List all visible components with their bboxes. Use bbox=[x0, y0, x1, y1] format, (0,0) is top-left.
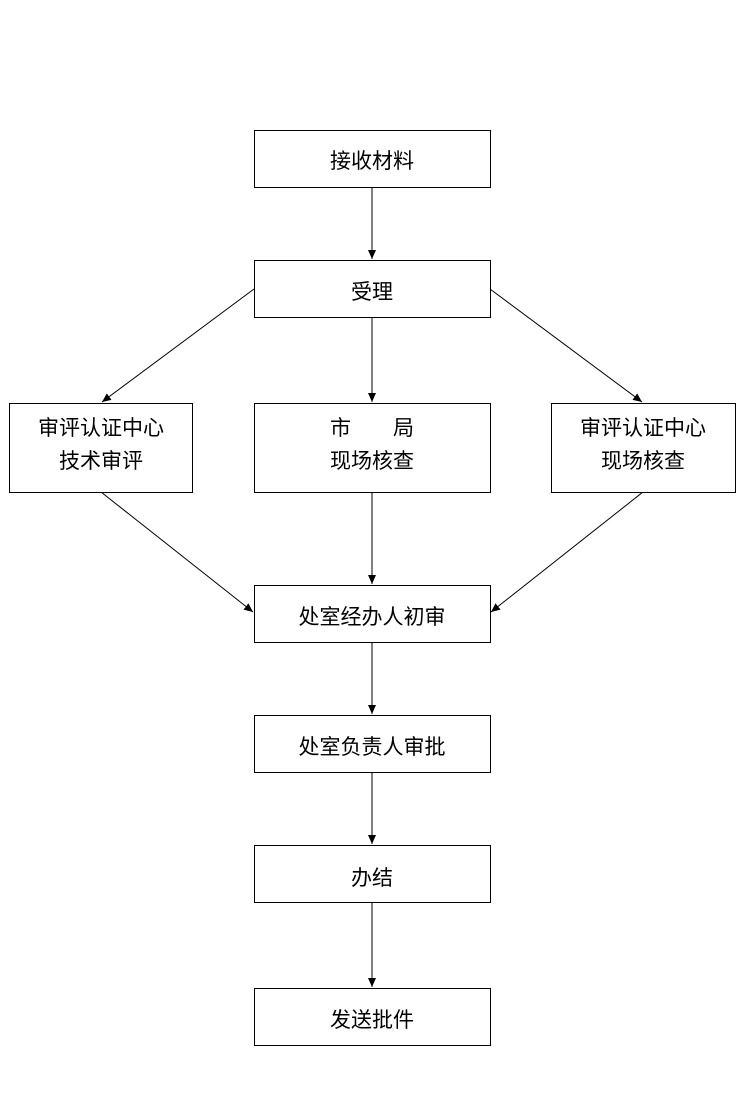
node-label: 市 局 bbox=[330, 416, 414, 440]
node-send-approval: 发送批件 bbox=[254, 988, 491, 1046]
node-approval: 处室负责人审批 bbox=[254, 715, 491, 773]
node-label: 接收材料 bbox=[330, 149, 414, 173]
node-label: 技术审评 bbox=[59, 449, 143, 473]
node-label: 处室经办人初审 bbox=[299, 605, 446, 629]
node-label: 现场核查 bbox=[330, 449, 414, 473]
arrow-accept-to-tech-review bbox=[101, 288, 255, 403]
node-label: 处室负责人审批 bbox=[299, 735, 446, 759]
node-receive-materials: 接收材料 bbox=[254, 130, 491, 188]
arrow-tech-review-to-initial-review bbox=[100, 491, 254, 613]
node-label: 审评认证中心 bbox=[38, 416, 164, 440]
node-label: 审评认证中心 bbox=[580, 416, 706, 440]
node-label: 受理 bbox=[351, 280, 393, 304]
node-accept: 受理 bbox=[254, 260, 491, 318]
node-tech-review: 审评认证中心 技术审评 bbox=[9, 403, 193, 493]
node-label: 办结 bbox=[351, 866, 393, 890]
node-label: 发送批件 bbox=[330, 1008, 414, 1032]
node-label: 现场核查 bbox=[601, 449, 685, 473]
arrow-center-check-to-initial-review bbox=[490, 491, 644, 613]
node-city-check: 市 局 现场核查 bbox=[254, 403, 491, 493]
node-complete: 办结 bbox=[254, 845, 491, 903]
node-initial-review: 处室经办人初审 bbox=[254, 585, 491, 643]
arrow-accept-to-center-check bbox=[489, 288, 643, 403]
node-center-check: 审评认证中心 现场核查 bbox=[551, 403, 736, 493]
